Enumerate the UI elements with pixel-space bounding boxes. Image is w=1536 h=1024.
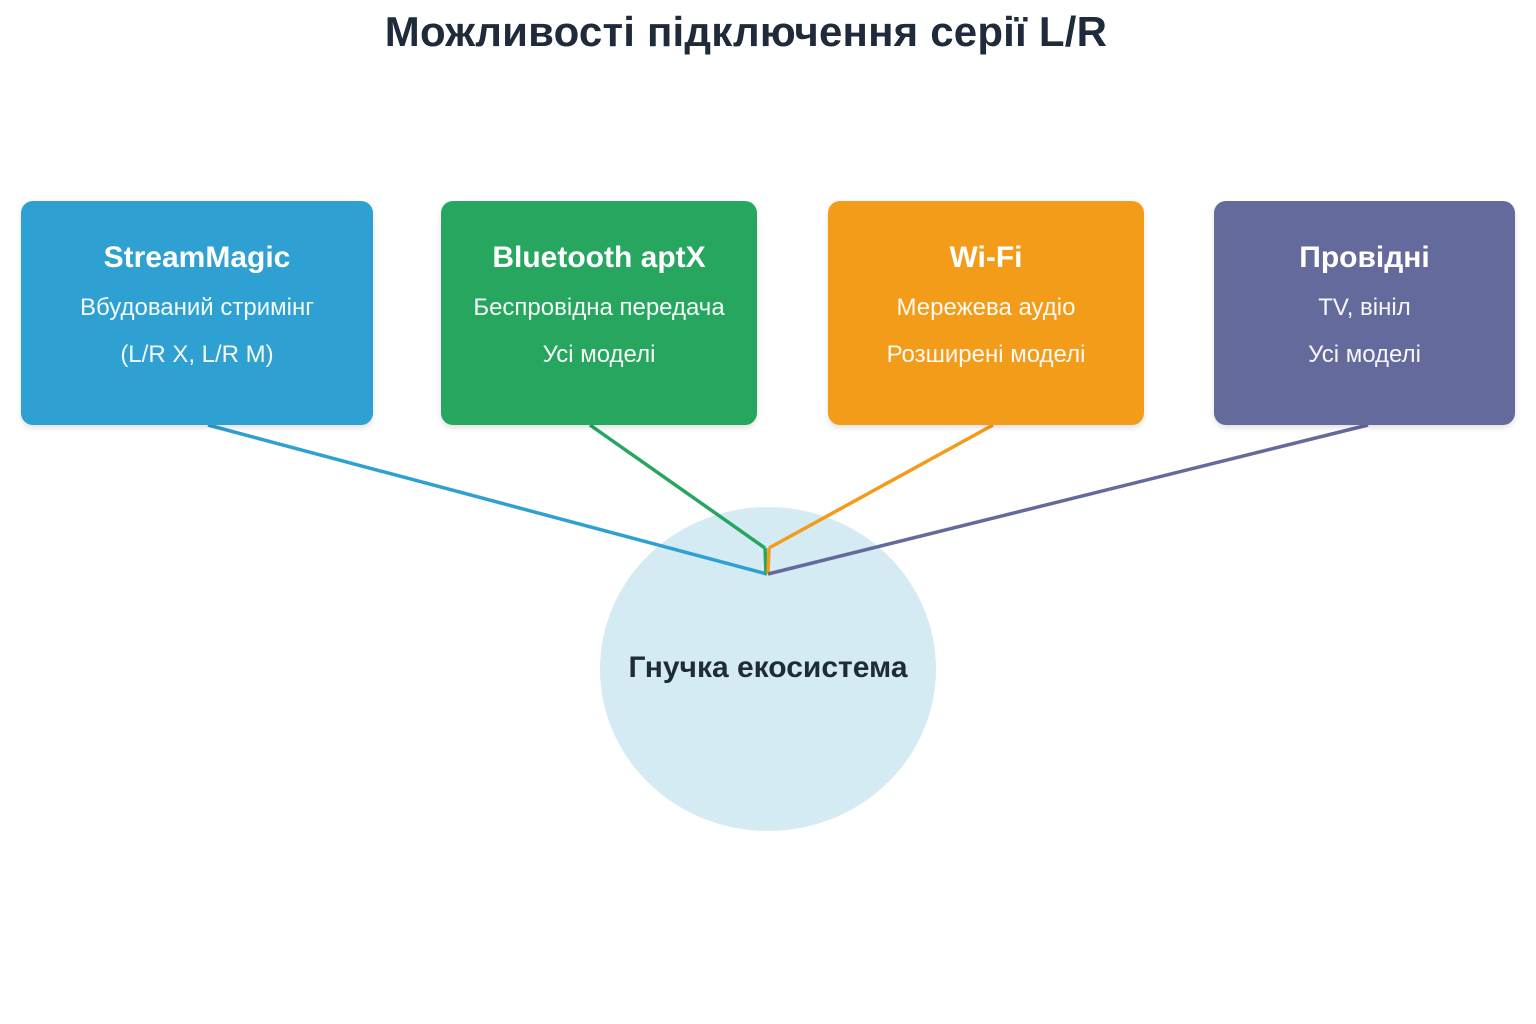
- connector-bluetooth: [588, 423, 767, 550]
- card-description: Мережева аудіо: [896, 294, 1076, 321]
- diagram-title: Можливості підключення серії L/R: [384, 8, 1108, 55]
- card-models: Усі моделі: [1308, 341, 1421, 368]
- card-streammagic: StreamMagic Вбудований стримінг (L/R X, …: [21, 201, 373, 425]
- connector-streammagic: [207, 423, 768, 576]
- connector-wifi-stub: [766, 547, 771, 575]
- card-wired: Провідні TV, вініл Усі моделі: [1214, 201, 1515, 425]
- card-title: Bluetooth aptX: [492, 241, 706, 274]
- connector-wifi: [768, 423, 994, 550]
- card-title: Провідні: [1299, 241, 1430, 274]
- card-description: TV, вініл: [1318, 294, 1411, 321]
- card-bluetooth: Bluetooth aptX Беспровідна передача Усі …: [441, 201, 757, 425]
- card-models: (L/R X, L/R M): [120, 341, 274, 368]
- card-models: Усі моделі: [542, 341, 656, 368]
- card-title: StreamMagic: [103, 241, 291, 274]
- card-title: Wi-Fi: [949, 241, 1023, 274]
- card-wifi: Wi-Fi Мережева аудіо Розширені моделі: [828, 201, 1144, 425]
- connector-wired: [767, 423, 1369, 576]
- card-models: Розширені моделі: [886, 341, 1086, 368]
- card-description: Вбудований стримінг: [80, 294, 314, 321]
- connector-bluetooth-stub: [763, 547, 768, 575]
- card-description: Беспровідна передача: [473, 294, 725, 321]
- hub-label: Гнучка екосистема: [628, 651, 908, 684]
